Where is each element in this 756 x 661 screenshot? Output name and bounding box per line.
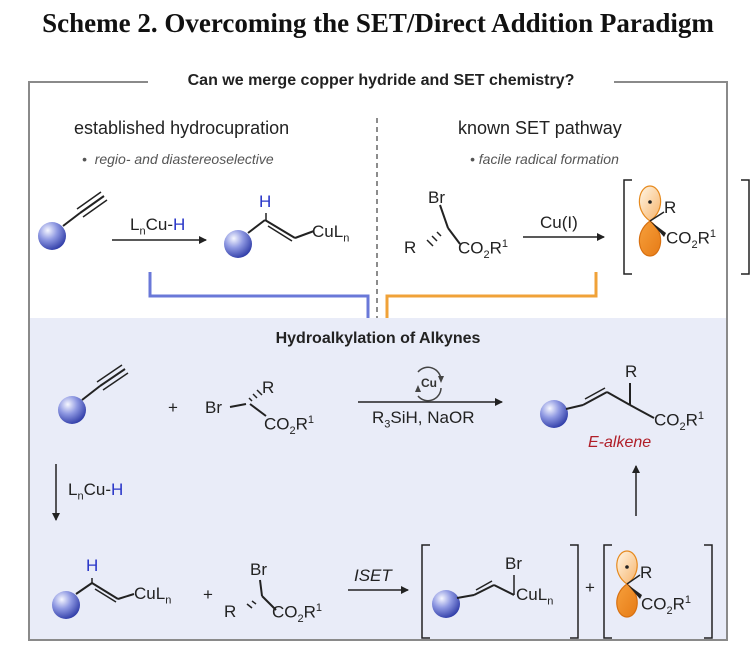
right-bullet-row: • facile radical formation [470,151,619,167]
alkyne-triple-bond [76,191,108,218]
vinyl-sphere [52,591,80,619]
int-bracket-left [421,544,430,639]
bottom-title: Hydroalkylation of Alkynes [275,330,481,347]
hashed-bond-2 [248,389,263,402]
radical-ester: CO2R1 [666,228,717,252]
iset-label: ISET [354,566,392,585]
bromide-br: Br [205,398,222,417]
set-br: Br [428,188,445,207]
set-reagent: Cu(I) [540,213,578,232]
catalyst-cu: Cu [421,376,437,390]
conditions: R3SiH, NaOR [372,408,475,431]
set-r: R [404,238,417,257]
question-banner: Can we merge copper hydride and SET chem… [148,68,614,94]
radical-r: R [664,198,677,217]
bromide-r: R [262,378,275,397]
set-ester: CO2R1 [458,238,509,262]
rad-r: R [640,563,653,582]
e-alkene-label: E-alkene [588,434,652,451]
hashed-bond-3 [246,600,257,609]
int-br: Br [505,554,522,573]
product-h: H [259,192,272,211]
left-bullet: regio- and diastereoselective [94,151,274,167]
hashed-bond [426,231,442,247]
plus-2: + [203,585,213,604]
bracket-right [741,179,750,275]
product-r: R [625,362,638,381]
radical-orbital [638,185,662,257]
orange-merge-bracket [385,272,598,318]
alkyne-triple-bond-2 [96,364,129,391]
bromide-ester: CO2R1 [264,414,315,438]
left-reagent: LnCu-H [130,215,186,238]
rad-bracket-right [704,544,713,639]
plus-3: + [585,578,595,597]
product-sphere-2 [540,400,568,428]
product-ester: CO2R1 [654,410,705,434]
right-bullet: facile radical formation [478,151,619,167]
plus-1: + [168,398,178,417]
bottom-panel-bg [30,318,726,639]
bracket-left [623,179,632,275]
down-reagent: LnCu-H [68,480,124,503]
bromide2-br: Br [250,560,267,579]
bromide2-r: R [224,602,237,621]
left-heading: established hydrocupration [74,118,290,138]
alkyne-sphere [58,396,86,424]
vinyl-h: H [86,556,99,575]
rad-ester: CO2R1 [641,594,692,618]
rad-bracket-left [603,544,612,639]
int-bracket-right [570,544,579,639]
int-cu: CuLn [516,585,554,608]
left-bullet-row: • regio- and diastereoselective [82,151,274,167]
radical-orbital-2 [616,550,638,618]
bullet-dot-2: • [470,151,479,167]
substrate-sphere [38,222,66,250]
bullet-dot: • [82,151,95,167]
blue-merge-bracket [148,272,370,318]
int-sphere [432,590,460,618]
bromide2-ester: CO2R1 [272,602,323,626]
product-sphere [224,230,252,258]
product-cu: CuLn [312,222,350,245]
catalytic-cycle-icon [415,366,444,402]
scheme-title: Scheme 2. Overcoming the SET/Direct Addi… [42,8,714,38]
right-heading: known SET pathway [458,118,622,138]
vinyl-cu: CuLn [134,584,172,607]
